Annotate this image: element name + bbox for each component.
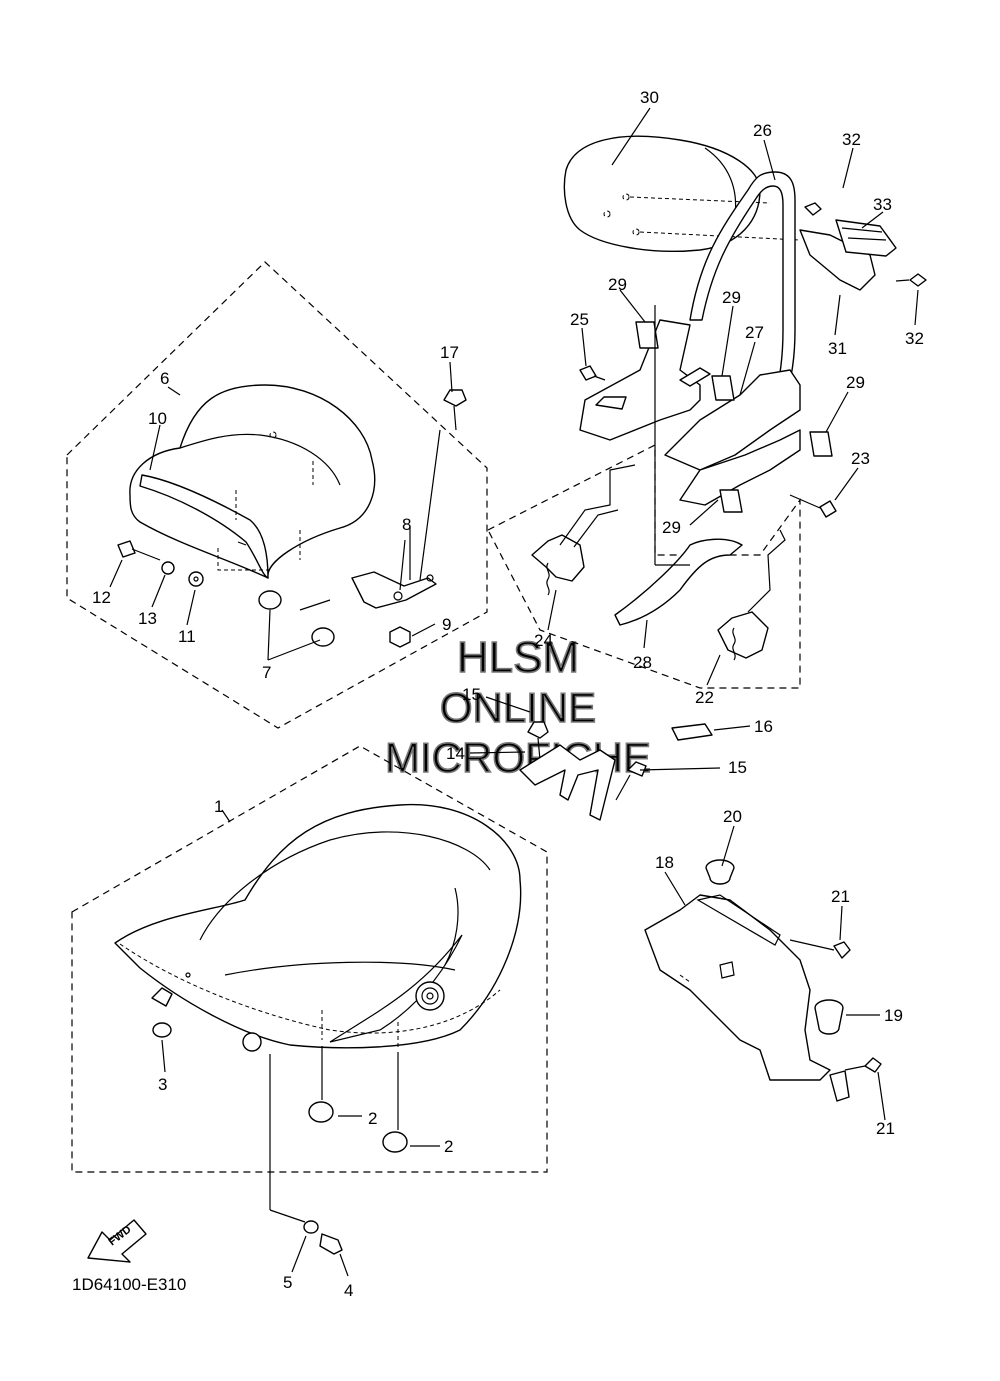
callout-18: 18 bbox=[655, 853, 674, 872]
watermark-line-1: HLSM bbox=[457, 633, 579, 682]
callout-3: 3 bbox=[158, 1075, 167, 1094]
leader-lines bbox=[109, 107, 919, 1277]
callout-29: 29 bbox=[662, 518, 681, 537]
callout-15: 15 bbox=[462, 685, 481, 704]
callout-30: 30 bbox=[640, 88, 659, 107]
callout-2: 2 bbox=[444, 1137, 453, 1156]
callout-21: 21 bbox=[876, 1119, 895, 1138]
backrest-group-outline bbox=[487, 444, 801, 689]
backrest-pad bbox=[563, 135, 801, 252]
main-seat bbox=[114, 803, 522, 1050]
clips bbox=[635, 321, 833, 513]
callout-26: 26 bbox=[753, 121, 772, 140]
backrest-side-plates bbox=[579, 319, 801, 506]
callout-11: 11 bbox=[178, 627, 196, 646]
callout-21: 21 bbox=[831, 887, 850, 906]
hinge-bracket bbox=[717, 529, 786, 661]
callout-23: 23 bbox=[851, 449, 870, 468]
callout-32: 32 bbox=[905, 329, 924, 348]
callout-28: 28 bbox=[633, 653, 652, 672]
callout-5: 5 bbox=[283, 1273, 292, 1292]
bolts bbox=[579, 365, 837, 518]
rider-seat bbox=[129, 384, 376, 579]
callout-8: 8 bbox=[402, 515, 411, 534]
callout-17: 17 bbox=[440, 343, 459, 362]
main-seat-hardware bbox=[151, 987, 408, 1255]
callout-33: 33 bbox=[873, 195, 892, 214]
diagram-code: 1D64100-E310 bbox=[72, 1275, 186, 1294]
callout-29: 29 bbox=[608, 275, 627, 294]
callout-10: 10 bbox=[148, 409, 167, 428]
callout-4: 4 bbox=[344, 1281, 353, 1300]
callout-6: 6 bbox=[160, 369, 169, 388]
watermark-line-2: ONLINE bbox=[440, 684, 596, 731]
callout-13: 13 bbox=[138, 609, 157, 628]
stay-bracket bbox=[519, 721, 713, 821]
callout-9: 9 bbox=[442, 615, 451, 634]
lock-bracket bbox=[531, 464, 636, 596]
rider-seat-hardware bbox=[117, 389, 467, 648]
callout-32: 32 bbox=[842, 130, 861, 149]
callout-29: 29 bbox=[846, 373, 865, 392]
side-cover bbox=[644, 859, 882, 1102]
callout-16: 16 bbox=[754, 717, 773, 736]
main-seat-group-outline bbox=[71, 745, 548, 1173]
fwd-arrow-icon: FWD bbox=[87, 1219, 147, 1263]
callout-14: 14 bbox=[446, 744, 465, 763]
callout-22: 22 bbox=[695, 688, 714, 707]
callout-27: 27 bbox=[745, 323, 764, 342]
callout-31: 31 bbox=[828, 339, 847, 358]
callout-24: 24 bbox=[534, 631, 553, 650]
rider-seat-group-outline bbox=[66, 261, 488, 729]
callout-25: 25 bbox=[570, 310, 589, 329]
callout-labels: 1 2 2 3 4 5 6 7 8 9 10 11 12 13 14 15 15… bbox=[92, 88, 924, 1300]
callout-12: 12 bbox=[92, 588, 111, 607]
callout-7: 7 bbox=[262, 663, 271, 682]
callout-15: 15 bbox=[728, 758, 747, 777]
arm bbox=[614, 538, 743, 626]
callout-2: 2 bbox=[368, 1109, 377, 1128]
callout-19: 19 bbox=[884, 1006, 903, 1025]
callout-1: 1 bbox=[214, 797, 223, 816]
callout-29: 29 bbox=[722, 288, 741, 307]
callout-20: 20 bbox=[723, 807, 742, 826]
